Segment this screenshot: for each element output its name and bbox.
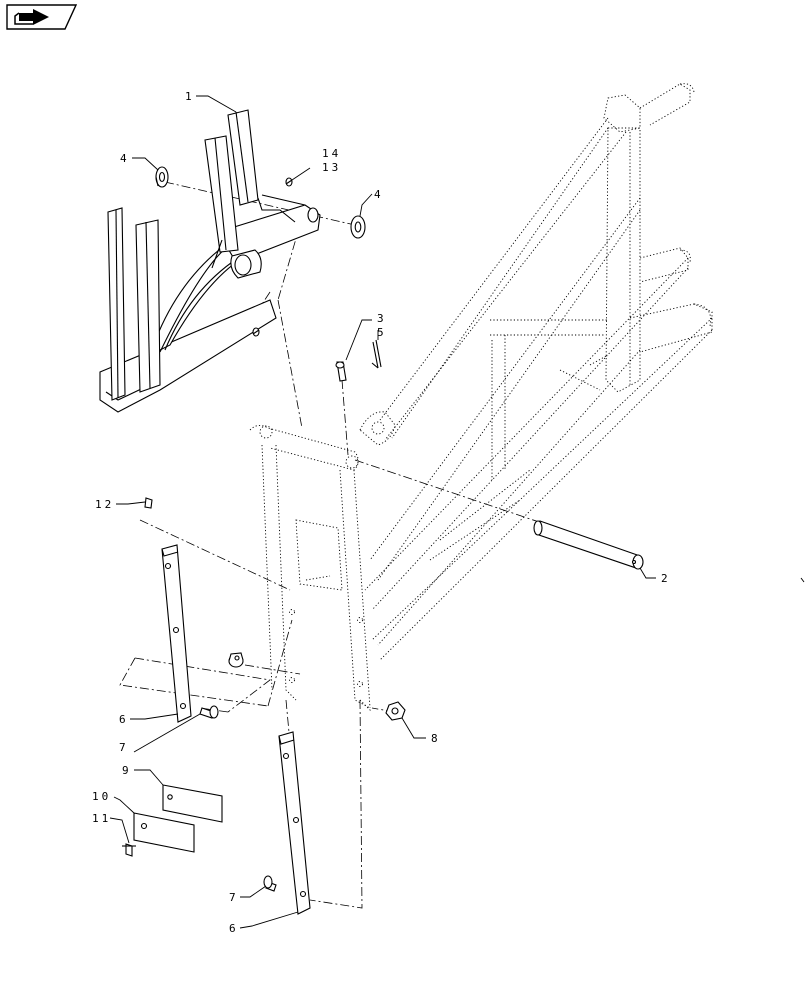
part-3-clevis-pin[interactable] xyxy=(335,361,347,382)
callout-5: 5 xyxy=(377,326,387,339)
callout-12: 12 xyxy=(95,498,114,511)
callout-14: 14 xyxy=(322,147,341,160)
part-2-pivot-pin[interactable] xyxy=(533,520,644,570)
callout-8: 8 xyxy=(431,732,441,745)
callout-4-right: 4 xyxy=(374,188,384,201)
callout-13: 13 xyxy=(322,161,341,174)
callout-7-upper: 7 xyxy=(119,741,129,754)
part-7-bolt-upper[interactable] xyxy=(199,705,219,719)
callout-2: 2 xyxy=(661,572,671,585)
small-fitting-lower[interactable] xyxy=(252,327,260,337)
leader-lines xyxy=(109,95,656,929)
part-6-wear-strip-lower[interactable] xyxy=(278,731,311,915)
callout-4-left: 4 xyxy=(120,152,130,165)
part-4-washer-right[interactable] xyxy=(350,215,366,239)
edge-tick-mark xyxy=(800,577,805,583)
part-12-set-screw[interactable] xyxy=(144,497,153,509)
part-9-plate[interactable] xyxy=(162,784,223,823)
part-10-plate[interactable] xyxy=(133,812,195,853)
part-5-cotter-pin[interactable] xyxy=(371,339,382,369)
arrow-forward-icon xyxy=(6,4,78,30)
callout-labels: 1 4 14 13 4 3 5 12 2 6 7 8 9 10 11 7 6 xyxy=(92,90,671,935)
callout-10: 10 xyxy=(92,790,111,803)
part-13-14-grease-fitting[interactable] xyxy=(285,177,293,187)
part-8-lock-nut[interactable] xyxy=(385,701,406,721)
callout-6-lower: 6 xyxy=(229,922,239,935)
callout-11: 11 xyxy=(92,812,111,825)
callout-6-upper: 6 xyxy=(119,713,129,726)
next-page-button[interactable] xyxy=(5,4,78,30)
part-11-bolt[interactable] xyxy=(122,843,136,857)
callout-1: 1 xyxy=(185,90,195,103)
part-1-cradle-bracket[interactable] xyxy=(99,109,321,413)
callout-9: 9 xyxy=(122,764,132,777)
callout-7-lower: 7 xyxy=(229,891,239,904)
part-7-bolt-lower[interactable] xyxy=(263,875,277,892)
callout-3: 3 xyxy=(377,312,387,325)
part-4-washer-left[interactable] xyxy=(155,166,169,188)
spacer-bushing[interactable] xyxy=(228,652,244,668)
boom-frame-phantom xyxy=(249,83,713,713)
part-6-wear-strip-upper[interactable] xyxy=(161,544,192,723)
